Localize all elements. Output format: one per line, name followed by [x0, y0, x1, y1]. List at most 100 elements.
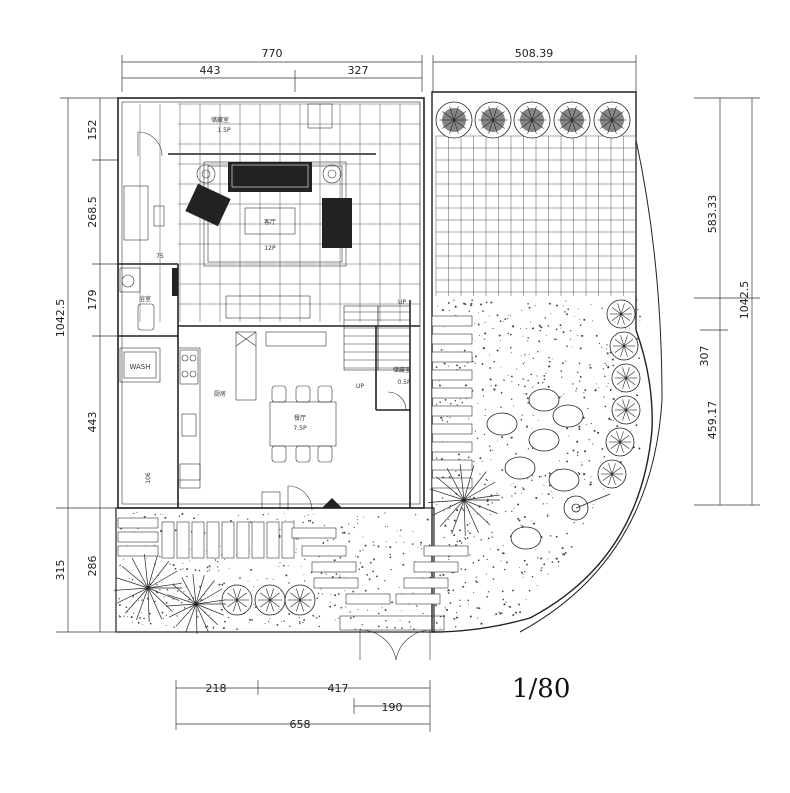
gravel-dot	[461, 507, 463, 510]
gravel-dot	[635, 322, 637, 325]
gravel-dot	[581, 464, 583, 466]
gravel-dot	[548, 360, 551, 363]
stepping-stones	[486, 388, 584, 550]
gravel-dot	[579, 380, 581, 382]
tree-branch	[623, 339, 634, 347]
gravel-dot	[236, 628, 238, 631]
gravel-dot	[420, 544, 422, 546]
gravel-dot	[435, 366, 438, 369]
gravel-dot	[466, 537, 469, 539]
gravel-dot	[472, 360, 474, 363]
tree-branch	[620, 345, 625, 357]
gravel-dot	[612, 419, 614, 421]
tree-branch	[575, 493, 611, 509]
gravel-dot	[534, 305, 536, 307]
tree-branch	[269, 599, 280, 608]
gravel-dot	[548, 551, 551, 553]
gravel-dot	[560, 370, 563, 372]
tree-branch	[611, 467, 622, 475]
palm-frond	[195, 599, 226, 605]
gravel-dot	[182, 563, 184, 565]
gravel-dot	[569, 338, 571, 340]
gravel-dot	[491, 531, 493, 534]
gravel-dot	[247, 580, 249, 582]
gravel-dot	[448, 365, 450, 367]
label-storage-top: 储藏室	[211, 116, 229, 124]
gravel-dot	[482, 395, 485, 397]
gravel-dot	[164, 516, 167, 519]
garden-area	[431, 91, 663, 633]
palm-frond	[147, 587, 163, 620]
gravel-dot	[237, 514, 239, 517]
gravel-dot	[322, 593, 324, 595]
gravel-dot	[417, 546, 419, 548]
gravel-dot	[130, 616, 133, 619]
gravel-dot	[189, 560, 190, 562]
tree-branch	[299, 592, 310, 601]
gravel-dot	[562, 553, 564, 555]
gravel-dot	[560, 395, 562, 397]
dim-bottom-658: 658	[290, 718, 311, 731]
palm-frond	[121, 565, 149, 589]
tree-branch	[616, 403, 627, 411]
tree-branch	[620, 313, 625, 325]
gravel-dot	[555, 535, 558, 538]
gravel-dot	[208, 565, 211, 567]
gravel-dot	[251, 619, 254, 621]
gravel-dot	[348, 540, 351, 543]
label-up-2: UP	[356, 383, 364, 390]
gravel-dot	[364, 544, 367, 547]
tree-branch	[233, 599, 238, 612]
gravel-dot	[510, 346, 512, 349]
tree-branch	[617, 313, 622, 325]
gravel-dot	[358, 568, 361, 570]
tree-branch	[620, 303, 625, 315]
gravel-dot	[590, 476, 592, 478]
gravel-dot	[503, 568, 506, 571]
tree-branch	[623, 335, 628, 347]
gravel-dot	[390, 568, 392, 571]
gravel-dot	[536, 375, 538, 377]
gravel-dot	[377, 545, 380, 548]
tree-branch	[266, 588, 271, 601]
gravel-dot	[541, 476, 542, 478]
tree-branch	[260, 599, 271, 608]
gravel-dot	[440, 416, 443, 419]
gravel-dot	[398, 587, 400, 588]
palm-frond	[147, 582, 182, 589]
gravel-dot	[492, 449, 494, 451]
gravel-dot	[208, 569, 211, 571]
gravel-dot	[323, 525, 325, 527]
gravel-dot	[362, 536, 364, 538]
gravel-dot	[505, 601, 507, 603]
dim-right-total: 1042.5	[738, 281, 751, 320]
gravel-dot	[488, 354, 490, 356]
palm-frond	[195, 575, 205, 605]
gravel-dot	[307, 520, 310, 522]
gravel-dot	[462, 585, 465, 588]
gravel-dot	[518, 566, 520, 568]
gravel-dot	[372, 570, 375, 573]
gravel-dot	[532, 414, 534, 416]
gravel-dot	[606, 348, 608, 350]
gravel-dot	[322, 542, 325, 545]
gravel-dot	[532, 386, 534, 388]
gravel-dot	[578, 473, 581, 475]
palm-frond	[147, 587, 173, 612]
gravel-dot	[505, 510, 507, 513]
gravel-dot	[567, 308, 570, 311]
gravel-dot	[359, 628, 361, 630]
label-storage-top-area: 1.5P	[217, 127, 231, 134]
gravel-dot	[588, 439, 590, 441]
tree-shade	[600, 108, 624, 132]
gravel-dot	[284, 519, 286, 521]
paver-stone	[161, 521, 175, 559]
gravel-dot	[604, 405, 607, 408]
gravel-dot	[165, 614, 168, 617]
gravel-dot	[547, 558, 549, 560]
gravel-dot	[470, 302, 473, 305]
gravel-dot	[212, 627, 215, 629]
gravel-dot	[207, 570, 209, 573]
gravel-dot	[509, 333, 512, 336]
gravel-dot	[141, 599, 143, 601]
